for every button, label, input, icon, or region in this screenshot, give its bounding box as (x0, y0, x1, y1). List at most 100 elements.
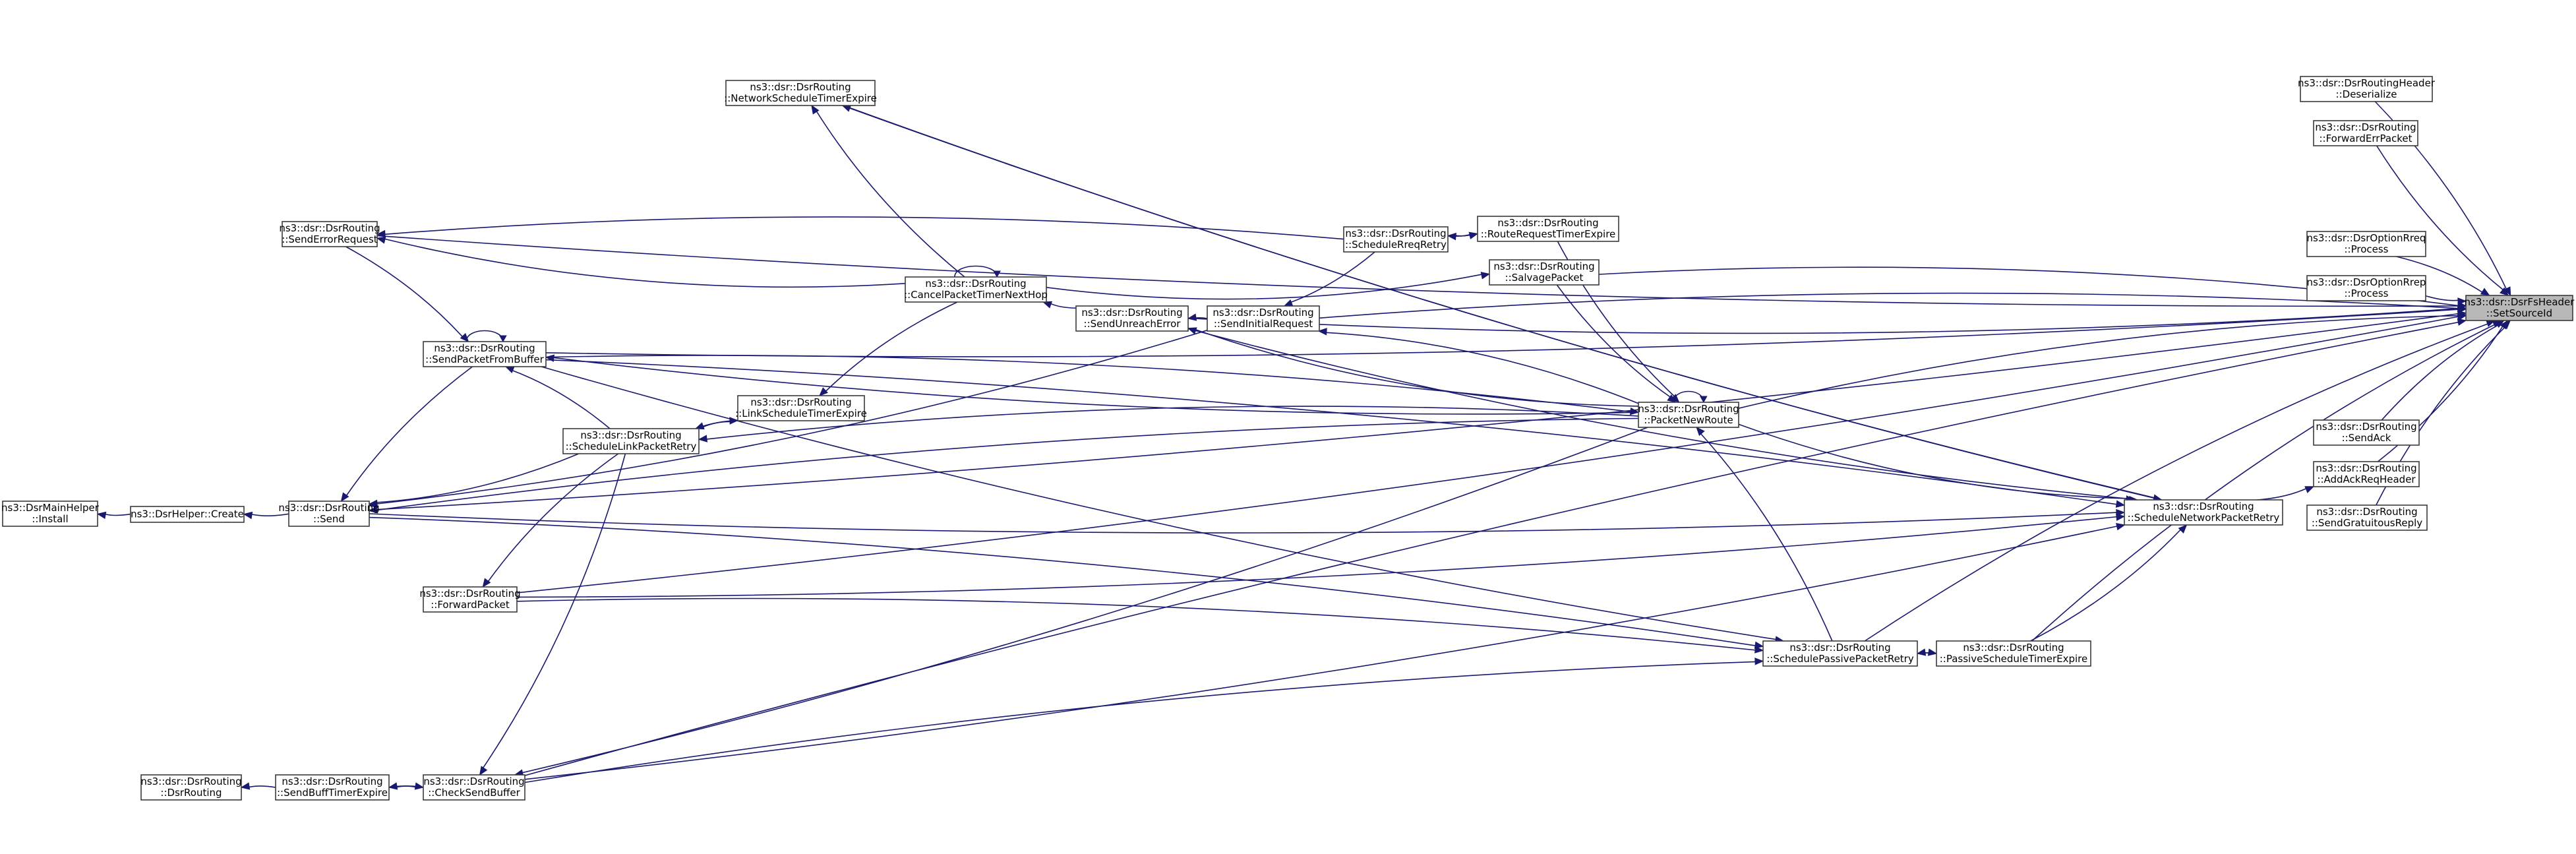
node-label-line: ns3::dsr::DsrRoutingHeader (2298, 77, 2436, 89)
edge-arrowhead (2500, 287, 2509, 296)
edge-arrowhead (504, 366, 515, 373)
node-sched-net[interactable]: ns3::dsr::DsrRouting::ScheduleNetworkPac… (2124, 499, 2283, 526)
node-box (2306, 231, 2426, 257)
node-box (1762, 640, 1918, 667)
node-label-line: ::ScheduleNetworkPacketRetry (2128, 512, 2280, 524)
node-label-line: ns3::dsr::DsrRouting (1493, 260, 1594, 272)
edge-line (1049, 303, 1077, 309)
edge-arrowhead (819, 387, 828, 396)
edge-send_from_buf-to-sched_net (545, 359, 2126, 508)
edge-arrowhead (841, 104, 852, 112)
node-hdr-deser[interactable]: ns3::dsr::DsrRoutingHeader::Deserialize (2298, 76, 2436, 102)
edge-buff_expire-to-ctor (240, 782, 276, 790)
node-box (1477, 216, 1619, 242)
edge-line (516, 597, 1757, 651)
node-sched-pass[interactable]: ns3::dsr::DsrRouting::SchedulePassivePac… (1762, 640, 1918, 667)
node-label-line: ns3::dsr::DsrRouting (2153, 501, 2254, 512)
node-label-line: ::PacketNewRoute (1644, 414, 1733, 426)
node-send-from-buf[interactable]: ns3::dsr::DsrRouting::SendPacketFromBuff… (423, 341, 547, 367)
edge-cancel-to-link_expire (819, 301, 958, 396)
node-label-line: ::SalvagePacket (1505, 272, 1584, 284)
edge-line (552, 357, 1639, 415)
node-send-unreach[interactable]: ns3::dsr::DsrRouting::SendUnreachError (1075, 305, 1189, 332)
node-net-expire[interactable]: ns3::dsr::DsrRouting::NetworkScheduleTim… (724, 80, 877, 106)
edge-arrowhead (811, 104, 820, 115)
node-opt-rreq[interactable]: ns3::dsr::DsrOptionRreq::Process (2306, 231, 2426, 257)
node-box (275, 774, 390, 801)
node-link-expire[interactable]: ns3::dsr::DsrRouting::LinkScheduleTimerE… (735, 395, 867, 421)
edge-pkt_new_route-to-check_buf (514, 427, 1648, 777)
node-box (2313, 120, 2418, 146)
node-fwd-pkt[interactable]: ns3::dsr::DsrRouting::ForwardPacket (419, 586, 521, 613)
edge-cancel-to-salvage (1046, 272, 1491, 300)
node-label-line: ns3::dsr::DsrRouting (2316, 462, 2416, 474)
node-send-grat[interactable]: ns3::dsr::DsrRouting::SendGratuitousRepl… (2306, 504, 2428, 531)
edge-fwd_err-to-root (2376, 145, 2509, 296)
node-cancel[interactable]: ns3::dsr::DsrRouting::CancelPacketTimerN… (904, 276, 1048, 303)
edge-arrowhead (1699, 396, 1708, 404)
node-box (140, 774, 242, 801)
edge-line (524, 321, 2460, 776)
edge-line (1319, 292, 2460, 319)
node-root[interactable]: ns3::dsr::DsrFsHeader::SetSourceId (2465, 295, 2575, 321)
node-label-line: ::CheckSendBuffer (428, 787, 520, 799)
node-label-line: ns3::dsr::DsrRouting (279, 222, 380, 234)
node-main-install[interactable]: ns3::DsrMainHelper::Install (1, 501, 100, 527)
edge-arrowhead (240, 782, 251, 790)
node-send[interactable]: ns3::dsr::DsrRouting::Send (278, 501, 380, 527)
node-box (1207, 305, 1320, 332)
node-check-buf[interactable]: ns3::dsr::DsrRouting::CheckSendBuffer (423, 774, 525, 801)
edge-line (1046, 274, 1483, 300)
node-buff-expire[interactable]: ns3::dsr::DsrRouting::SendBuffTimerExpir… (275, 774, 390, 801)
edge-line (375, 330, 1208, 504)
node-label-line: ns3::dsr::DsrOptionRrep (2307, 276, 2426, 288)
edge-line (2030, 528, 2182, 642)
node-opt-rrep[interactable]: ns3::dsr::DsrOptionRrep::Process (2306, 275, 2426, 301)
node-label-line: ns3::dsr::DsrRouting (580, 429, 681, 441)
edge-pkt_new_route-to-send_init (1317, 328, 1639, 404)
node-label-line: ::SchedulePassivePacketRetry (1766, 653, 1914, 665)
node-label-line: ::AddAckReqHeader (2317, 473, 2416, 485)
node-rreq-expire[interactable]: ns3::dsr::DsrRouting::RouteRequestTimerE… (1477, 216, 1619, 242)
edge-sched_link-to-check_buf (479, 453, 626, 776)
node-box (423, 586, 518, 613)
node-label-line: ns3::dsr::DsrRouting (925, 278, 1026, 290)
edge-sched_rreq-to-rreq_expire (1447, 231, 1479, 239)
node-label-line: ::PassiveScheduleTimerExpire (1940, 653, 2088, 665)
node-label-line: ::SendInitialRequest (1214, 318, 1313, 330)
node-send-err-req[interactable]: ns3::dsr::DsrRouting::SendErrorRequest (279, 221, 380, 247)
node-add-ack[interactable]: ns3::dsr::DsrRouting::AddAckReqHeader (2313, 461, 2420, 487)
node-helper-create[interactable]: ns3::DsrHelper::Create (130, 506, 245, 523)
node-label-line: ::SendErrorRequest (282, 233, 377, 245)
edge-arrowhead (1667, 394, 1677, 403)
node-label-line: ::Deserialize (2336, 88, 2397, 100)
node-label-line: ns3::dsr::DsrRouting (423, 776, 524, 787)
edge-arrowhead (1629, 407, 1640, 415)
node-send-init[interactable]: ns3::dsr::DsrRouting::SendInitialRequest (1207, 305, 1320, 332)
node-send-ack[interactable]: ns3::dsr::DsrRouting::SendAck (2313, 419, 2420, 446)
node-sched-rreq[interactable]: ns3::dsr::DsrRouting::ScheduleRreqRetry (1343, 226, 1449, 253)
edge-pkt_new_route-to-send_unreach (1187, 327, 1639, 407)
edge-cancel-to-net_expire (811, 104, 965, 278)
edge-line (516, 316, 2460, 594)
edge-line (369, 313, 2460, 511)
node-box (2313, 419, 2420, 446)
edge-arrowhead (2457, 318, 2467, 326)
node-fwd-err[interactable]: ns3::dsr::DsrRouting::ForwardErrPacket (2313, 120, 2418, 146)
node-ctor[interactable]: ns3::dsr::DsrRouting::DsrRouting (140, 774, 242, 801)
node-pkt-new-route[interactable]: ns3::dsr::DsrRouting::PacketNewRoute (1638, 402, 1739, 428)
node-sched-link[interactable]: ns3::dsr::DsrRouting::ScheduleLinkPacket… (562, 428, 700, 454)
edge-line (1290, 251, 1375, 303)
node-label-line: ::ScheduleLinkPacketRetry (566, 441, 697, 452)
node-label-line: ns3::dsr::DsrRouting (140, 776, 241, 787)
edge-sched_link-to-fwd_pkt (482, 453, 619, 588)
node-box (282, 221, 378, 247)
node-salvage[interactable]: ns3::dsr::DsrRouting::SalvagePacket (1489, 259, 1600, 286)
edge-line (2425, 295, 2460, 301)
node-pass-expire[interactable]: ns3::dsr::DsrRouting::PassiveScheduleTim… (1936, 640, 2091, 667)
node-box (2306, 275, 2426, 301)
edge-line (369, 512, 2118, 534)
edge-arrowhead (993, 270, 1001, 278)
edge-cancel-to-send_err_req (376, 236, 906, 288)
